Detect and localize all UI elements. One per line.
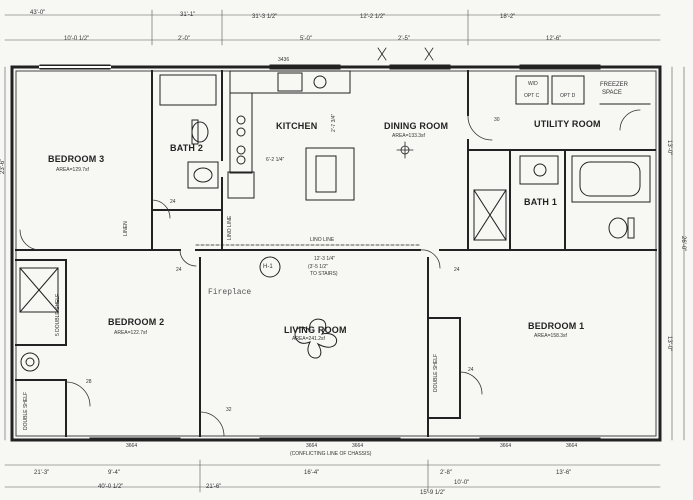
dim-window-3: 3664: [352, 443, 364, 449]
dim-kitchen-2: 6'-2 1/4": [266, 157, 285, 163]
h1-label: H-1: [263, 264, 273, 270]
dim-bottom-8: 10'-0": [454, 480, 470, 486]
to-stairs-line2: TO STAIRS): [310, 271, 338, 277]
shelf-label-1: 5 DOUBLE SHELF: [55, 293, 61, 336]
light-fixtures: [377, 47, 434, 159]
dim-top-5: 18'-2": [500, 14, 516, 20]
bath1-label: BATH 1: [524, 197, 558, 207]
dim-bottom-5: 13'-6": [556, 470, 572, 476]
linen-label: LINEN: [123, 221, 129, 236]
dim-row2-a: 10'-0 1/2": [64, 36, 90, 42]
bedroom2-label: BEDROOM 2: [108, 317, 165, 327]
bedroom1-label: BEDROOM 1: [528, 321, 585, 331]
door-size-2: 24: [176, 267, 182, 273]
windows: [39, 64, 601, 439]
interior-walls: [15, 70, 657, 437]
shelf-label-3: DOUBLE SHELF: [433, 353, 439, 392]
door-size-4: 24: [468, 367, 474, 373]
dim-bottom-7: 21'-6": [206, 484, 222, 490]
dim-3436: 3436: [278, 57, 290, 63]
dining-room-area: AREA=133.3sf: [392, 133, 425, 139]
dim-row2-c: 5'-0": [300, 36, 312, 42]
bath1-fixtures: [473, 155, 651, 241]
utility-room-label: UTILITY ROOM: [534, 119, 601, 129]
closet-fixture: [19, 267, 59, 372]
h1-marker: [259, 256, 281, 278]
living-room-area: AREA=241.2sf: [292, 336, 325, 342]
dim-top-2: 31'-1": [180, 12, 196, 18]
dim-top-1: 43'-0": [30, 10, 46, 16]
dim-bottom-1: 21'-3": [34, 470, 50, 476]
wd-label: W/D: [528, 81, 538, 87]
exterior-walls: [10, 65, 662, 442]
lino-line-label: LINO LINE: [310, 237, 335, 243]
utility-fixtures: [515, 75, 651, 105]
fireplace-label: Fireplace: [208, 288, 252, 297]
dim-row2-b: 2'-0": [178, 36, 190, 42]
to-stairs-line1: (3'-5 1/2": [308, 264, 328, 270]
door-size-1: 24: [170, 199, 176, 205]
dim-window-2: 3664: [306, 443, 318, 449]
opt-d-label: OPT D: [560, 93, 576, 99]
freezer-label: FREEZER: [600, 82, 629, 88]
dim-row2-e: 12'-6": [546, 36, 562, 42]
door-swings: [19, 109, 641, 437]
bedroom2-area: AREA=122.7sf: [114, 330, 147, 336]
dim-left-vertical: 23'-6": [0, 158, 6, 174]
dim-top-4: 12'-2 1/2": [360, 14, 386, 20]
kitchen-fixtures: [227, 70, 355, 201]
door-size-6: 28: [86, 379, 92, 385]
dim-bottom-3: 16'-4": [304, 470, 320, 476]
bath2-label: BATH 2: [170, 143, 204, 153]
door-size-3: 24: [454, 267, 460, 273]
living-flower-symbol: [294, 318, 338, 359]
dim-bottom-2: 9'-4": [108, 470, 120, 476]
dim-window-1: 3664: [126, 443, 138, 449]
lino-line-vertical-label: LINO LINE: [227, 215, 233, 240]
dim-window-4: 3664: [500, 443, 512, 449]
dim-top-3: 31'-3 1/2": [252, 14, 278, 20]
dim-bottom-4: 2'-8": [440, 470, 452, 476]
chassis-note: (CONFLICTING LINE OF CHASSIS): [290, 451, 372, 457]
door-size-7: 30: [494, 117, 500, 123]
dim-right-vertical-3: 26'-0": [680, 236, 686, 252]
dim-right-vertical-1: 13'-0": [666, 140, 672, 156]
shelf-label-2: DOUBLE SHELF: [23, 391, 29, 430]
dim-row2-d: 2'-5": [398, 36, 410, 42]
door-size-5: 32: [226, 407, 232, 413]
dim-window-5: 3664: [566, 443, 578, 449]
dimension-lines: [4, 9, 685, 493]
bath2-fixtures: [159, 74, 219, 189]
dim-kitchen-1: 2'-7 3/4": [331, 113, 337, 132]
bedroom3-area: AREA=129.7sf: [56, 167, 89, 173]
freezer-space-label: SPACE: [602, 90, 622, 96]
living-room-label: LIVING ROOM: [284, 325, 347, 335]
bedroom1-area: AREA=158.3sf: [534, 333, 567, 339]
dining-room-label: DINING ROOM: [384, 121, 449, 131]
dim-bottom-6: 40'-0 1/2": [98, 484, 124, 490]
opt-c-label: OPT C: [524, 93, 540, 99]
dim-right-vertical-2: 13'-0": [666, 336, 672, 352]
kitchen-label: KITCHEN: [276, 121, 318, 131]
dim-bottom-9: 15'-9 1/2": [420, 490, 446, 496]
bedroom3-label: BEDROOM 3: [48, 154, 105, 164]
dim-living-width: 12'-3 1/4": [314, 256, 336, 262]
